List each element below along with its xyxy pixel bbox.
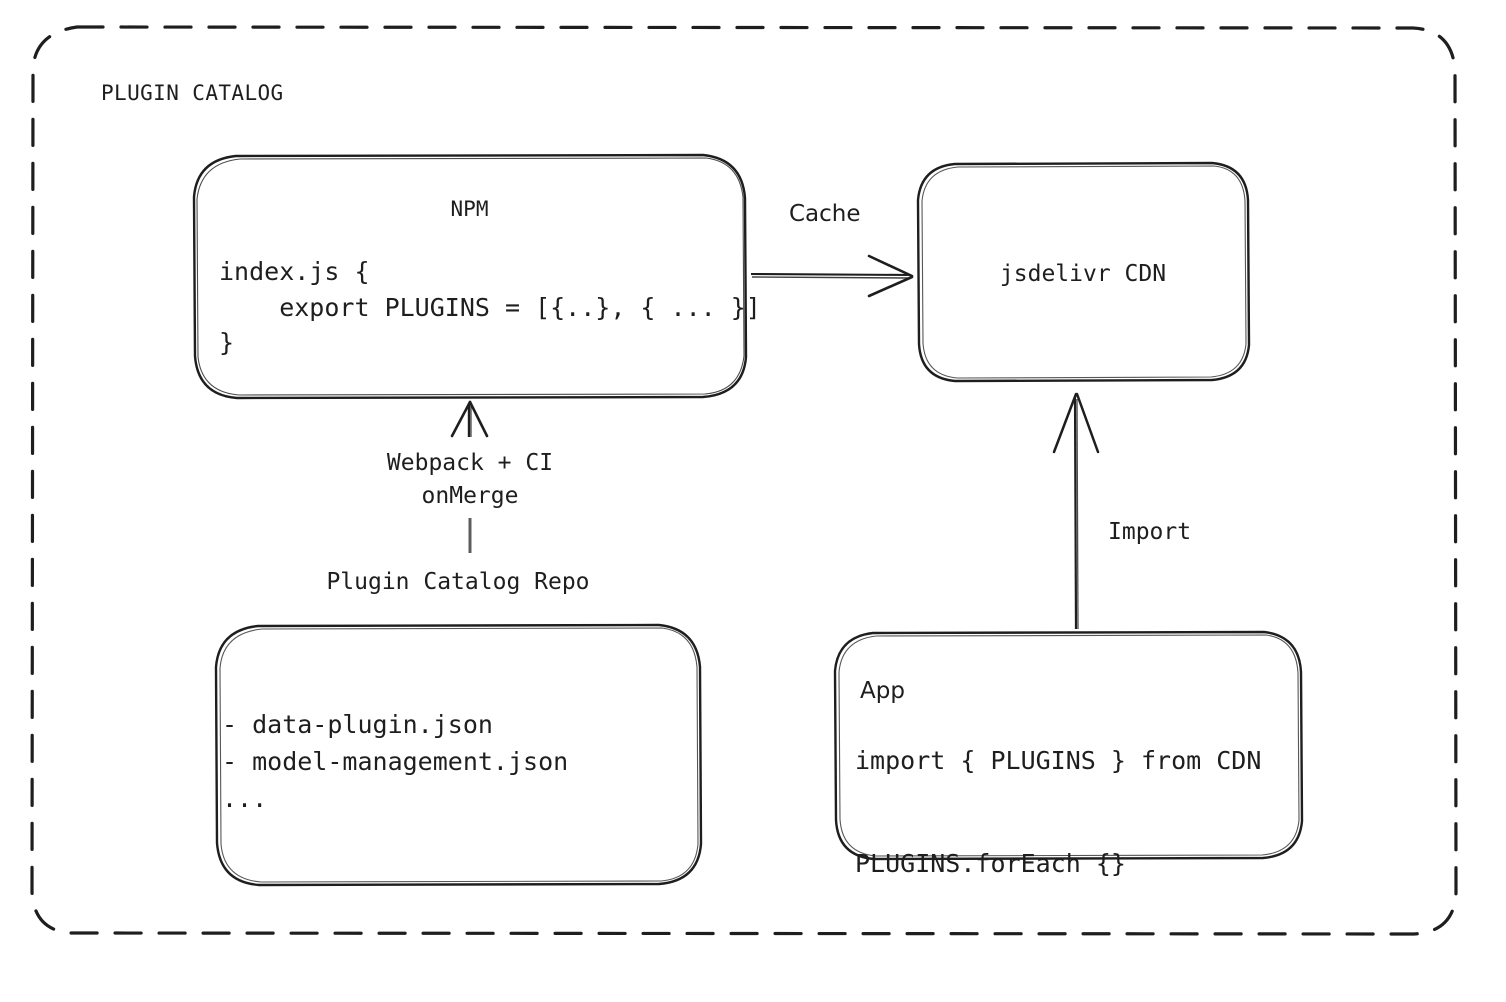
npm-node-code: index.js { export PLUGINS = [{..}, { ...…	[219, 257, 761, 357]
cdn-node-title: jsdelivr CDN	[999, 261, 1167, 287]
repo-node-label: Plugin Catalog Repo	[326, 569, 590, 595]
repo-node-content: - data-plugin.json - model-management.js…	[222, 710, 569, 813]
frame-title: PLUGIN CATALOG	[101, 81, 284, 105]
app-node-title: App	[860, 678, 905, 704]
npm-node-title: NPM	[450, 197, 489, 221]
app-node-code: import { PLUGINS } from CDN PLUGINS.forE…	[855, 746, 1262, 878]
edge-cache	[750, 254, 914, 298]
edge-label-import: Import	[1108, 519, 1192, 545]
edge-import	[1052, 392, 1100, 630]
edge-label-webpack-ci: Webpack + CI onMerge	[386, 450, 554, 510]
edge-label-cache: Cache	[789, 201, 861, 227]
